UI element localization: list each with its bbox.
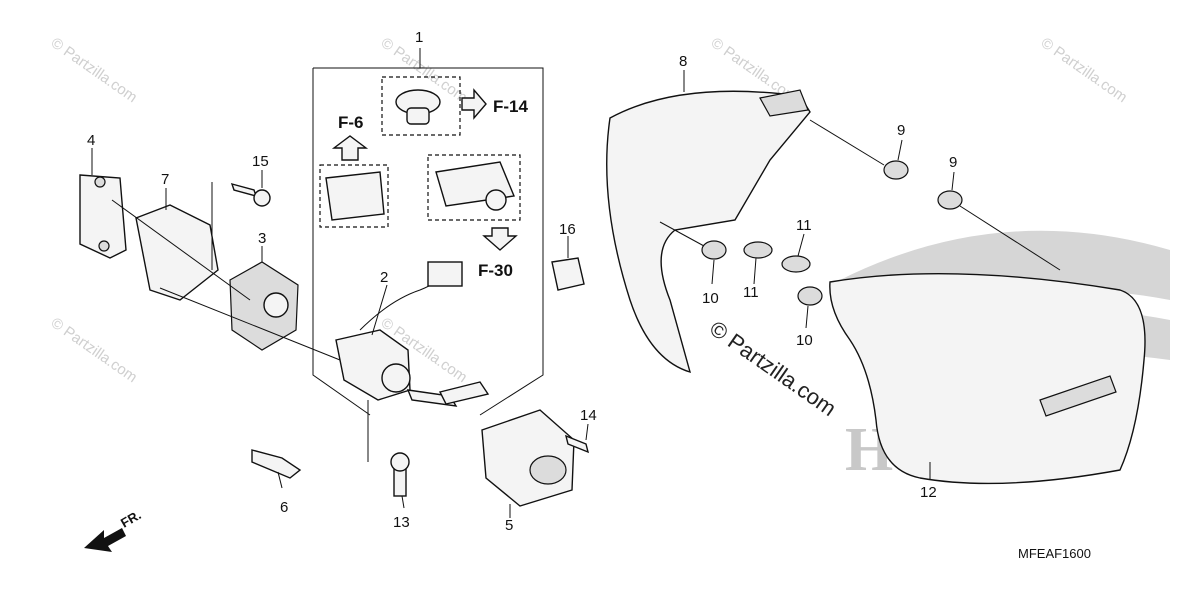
- dashed-box-top: [381, 76, 461, 136]
- arrow-right-icon: [461, 88, 487, 120]
- leader-lines-left: [91, 148, 589, 518]
- label-15: 15: [252, 153, 269, 170]
- watermark-5: © Partzilla.com: [48, 314, 141, 386]
- label-6: 6: [280, 499, 288, 516]
- kit-parts: [325, 89, 515, 221]
- part-10-grommet-b: [797, 286, 823, 306]
- part-9-grommet-a: [883, 160, 909, 180]
- ref-f30: F-30: [478, 261, 513, 280]
- center-watermark: © Partzilla.com: [705, 316, 841, 422]
- arrow-down-icon: [482, 227, 518, 251]
- watermark-1: © Partzilla.com: [48, 34, 141, 106]
- label-10b: 10: [796, 332, 813, 349]
- ref-f14: F-14: [493, 97, 529, 116]
- part-12-side-cover-outer: [829, 273, 1146, 485]
- arrow-up-icon: [331, 135, 369, 161]
- part-14-screw: [564, 434, 590, 454]
- part-4-bracket: [79, 174, 127, 259]
- label-3: 3: [258, 230, 266, 247]
- part-6-key: [251, 449, 302, 479]
- diagram-code: MFEAF1600: [1018, 546, 1091, 561]
- key-b: [438, 381, 490, 405]
- label-16: 16: [559, 221, 576, 238]
- part-7-plate: [135, 204, 219, 301]
- part-5-cover: [481, 409, 575, 507]
- label-12: 12: [920, 484, 937, 501]
- label-2: 2: [380, 269, 388, 286]
- front-indicator: FR.: [84, 507, 144, 552]
- label-9a: 9: [897, 122, 905, 139]
- left-parts: [79, 174, 590, 507]
- part-15-bolt: [230, 182, 258, 198]
- label-7: 7: [161, 171, 169, 188]
- kit-outline: [313, 67, 544, 416]
- right-parts: [606, 89, 1146, 485]
- label-4: 4: [87, 132, 95, 149]
- label-5: 5: [505, 517, 513, 534]
- ref-f6: F-6: [338, 113, 364, 132]
- lock-connector: [427, 261, 463, 287]
- label-11b: 11: [796, 217, 812, 234]
- part-11-damper-a: [743, 241, 773, 259]
- part-labels: 1 2 3 4 5 6 7 8 9 9 10 10 11 11 12 13 14…: [87, 29, 957, 534]
- part-16-clip: [551, 257, 585, 291]
- label-1: 1: [415, 29, 423, 46]
- leader-lines-right: [659, 70, 1061, 480]
- key-a: [406, 389, 458, 407]
- part-9-grommet-b: [937, 190, 963, 210]
- part-8-side-cover-inner: [606, 90, 811, 374]
- watermark-4: © Partzilla.com: [1038, 34, 1131, 106]
- dashed-box-right: [427, 154, 521, 221]
- label-11a: 11: [743, 284, 759, 301]
- label-13: 13: [393, 514, 410, 531]
- label-8: 8: [679, 53, 687, 70]
- kit-block-left: [325, 171, 385, 221]
- dashed-box-left: [319, 164, 389, 228]
- arrow-front-icon: [84, 528, 126, 552]
- figure-refs: F-6 F-14 F-30: [331, 88, 529, 280]
- part-10-grommet-a: [701, 240, 727, 260]
- front-label: FR.: [118, 507, 144, 530]
- label-9b: 9: [949, 154, 957, 171]
- part-11-damper-b: [781, 255, 811, 273]
- label-10a: 10: [702, 290, 719, 307]
- label-14: 14: [580, 407, 597, 424]
- cover-emblem: [1039, 375, 1117, 417]
